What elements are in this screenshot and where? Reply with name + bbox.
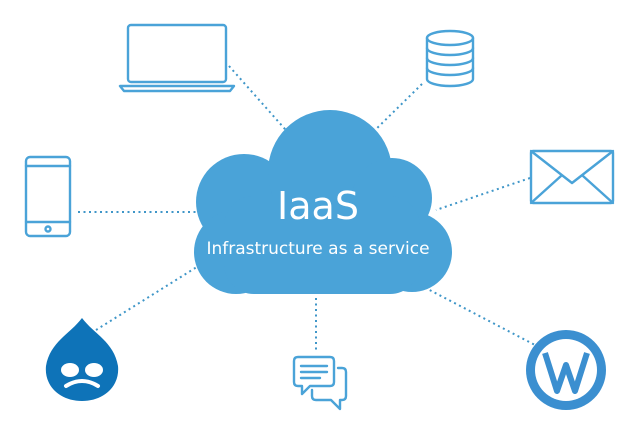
cloud-subtitle: Infrastructure as a service bbox=[206, 239, 429, 259]
connector-mail bbox=[435, 177, 531, 211]
laptop-icon bbox=[118, 23, 236, 93]
database-icon bbox=[425, 29, 475, 88]
connector-drupal bbox=[95, 264, 201, 331]
connector-wordpress bbox=[419, 284, 536, 346]
chat-icon bbox=[292, 355, 348, 411]
connector-laptop bbox=[228, 65, 293, 138]
cloud-title: IaaS bbox=[277, 184, 359, 228]
smartphone-icon bbox=[24, 155, 72, 238]
connector-database bbox=[367, 83, 423, 138]
cloud-shape: IaaS Infrastructure as a service bbox=[194, 110, 452, 294]
cloud-body bbox=[194, 110, 452, 294]
wordpress-logo-icon bbox=[526, 330, 606, 410]
drupal-logo-icon bbox=[45, 318, 119, 401]
connector-lines bbox=[78, 65, 536, 352]
mail-icon bbox=[529, 149, 615, 205]
